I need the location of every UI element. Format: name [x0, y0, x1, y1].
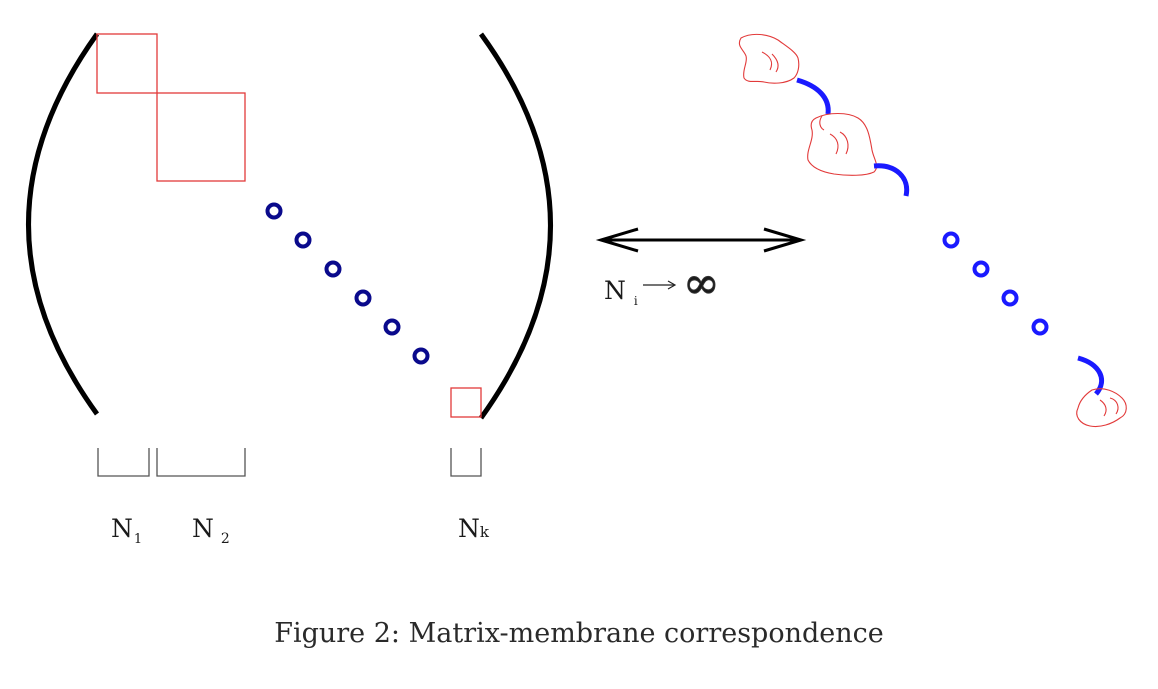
underbraces — [97, 448, 482, 477]
membrane-dot — [942, 231, 960, 249]
membrane-dot — [972, 260, 990, 278]
matrix-dot — [324, 260, 342, 278]
label-n1: N1 — [111, 514, 142, 547]
membrane-1 — [738, 33, 800, 84]
block-2 — [156, 92, 246, 182]
matrix-dot — [294, 231, 312, 249]
matrix-dot — [354, 289, 372, 307]
block-1 — [96, 33, 158, 94]
underbrace-n1 — [97, 448, 150, 477]
membrane-dot — [1031, 318, 1049, 336]
limit-arrow — [643, 280, 677, 290]
infinity-symbol: ∞ — [683, 258, 720, 309]
underbrace-n2 — [156, 448, 246, 477]
correspondence-arrow — [595, 227, 807, 253]
membrane-dots — [942, 231, 1049, 336]
membrane-link-1 — [796, 77, 831, 115]
underbrace-nk — [450, 448, 482, 477]
right-parenthesis — [478, 32, 553, 420]
membrane-2 — [807, 112, 878, 176]
matrix-dots — [265, 202, 430, 365]
membrane-link-2 — [873, 163, 910, 197]
matrix-dot — [265, 202, 283, 220]
membrane-dot — [1001, 289, 1019, 307]
left-parenthesis — [26, 32, 100, 416]
matrix-dot — [412, 347, 430, 365]
label-nk: Nk — [458, 514, 490, 543]
block-k — [450, 387, 482, 418]
figure-caption: Figure 2: Matrix-membrane correspondence — [274, 618, 884, 649]
membrane-k — [1076, 388, 1127, 428]
matrix-dot — [383, 318, 401, 336]
membrane-link-3 — [1077, 355, 1104, 396]
